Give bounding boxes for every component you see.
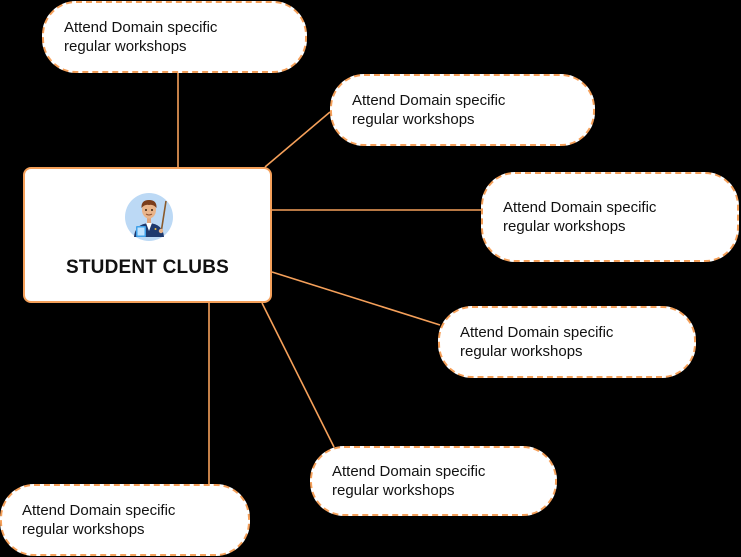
workshop-node-line-1: Attend Domain specific: [352, 92, 506, 109]
workshop-node-line-2: regular workshops: [64, 38, 187, 55]
central-node: STUDENT CLUBS: [23, 167, 272, 303]
connector-4: [271, 271, 441, 326]
workshop-node-line-2: regular workshops: [332, 482, 455, 499]
workshop-node-text: Attend Domain specific regular workshops: [503, 198, 656, 236]
workshop-node-text: Attend Domain specific regular workshops: [352, 91, 505, 129]
workshop-node-line-2: regular workshops: [352, 111, 475, 128]
workshop-node-5: Attend Domain specific regular workshops: [310, 446, 557, 516]
workshop-node-line-2: regular workshops: [460, 343, 583, 360]
workshop-node-line-1: Attend Domain specific: [460, 324, 614, 341]
workshop-node-4: Attend Domain specific regular workshops: [438, 306, 696, 378]
workshop-node-text: Attend Domain specific regular workshops: [460, 323, 613, 361]
workshop-node-text: Attend Domain specific regular workshops: [22, 501, 175, 539]
workshop-node-1: Attend Domain specific regular workshops: [42, 1, 307, 73]
workshop-node-text: Attend Domain specific regular workshops: [332, 462, 485, 500]
workshop-node-line-1: Attend Domain specific: [64, 19, 218, 36]
workshop-node-line-2: regular workshops: [22, 521, 145, 538]
workshop-node-line-1: Attend Domain specific: [332, 463, 486, 480]
connector-5: [261, 302, 335, 448]
workshop-node-line-1: Attend Domain specific: [22, 502, 176, 519]
teacher-avatar-icon: [125, 193, 173, 241]
workshop-node-line-1: Attend Domain specific: [503, 199, 657, 216]
workshop-node-6: Attend Domain specific regular workshops: [0, 484, 250, 556]
workshop-node-2: Attend Domain specific regular workshops: [330, 74, 595, 146]
connector-2: [264, 111, 331, 168]
workshop-node-text: Attend Domain specific regular workshops: [64, 18, 217, 56]
central-node-title: STUDENT CLUBS: [65, 257, 230, 278]
workshop-node-3: Attend Domain specific regular workshops: [481, 172, 739, 262]
workshop-node-line-2: regular workshops: [503, 218, 626, 235]
